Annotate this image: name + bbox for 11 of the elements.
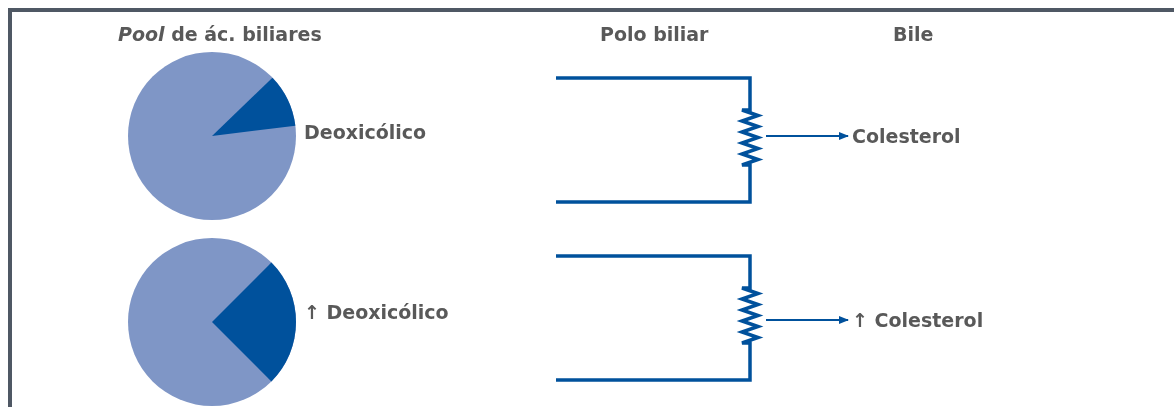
arrow [765, 316, 849, 324]
cell-outline-drawing [554, 76, 764, 204]
result-label: ↑ Colesterol [852, 308, 984, 332]
heading: Pool de ác. biliares [118, 22, 322, 46]
slice-label: ↑ Deoxicólico [304, 300, 449, 324]
heading: Polo biliar [600, 22, 709, 46]
result-label: Colesterol [852, 124, 961, 148]
slice-label: Deoxicólico [304, 120, 427, 144]
cell-outline-drawing [554, 254, 764, 382]
heading: Bile [893, 22, 934, 46]
arrow [765, 132, 849, 140]
